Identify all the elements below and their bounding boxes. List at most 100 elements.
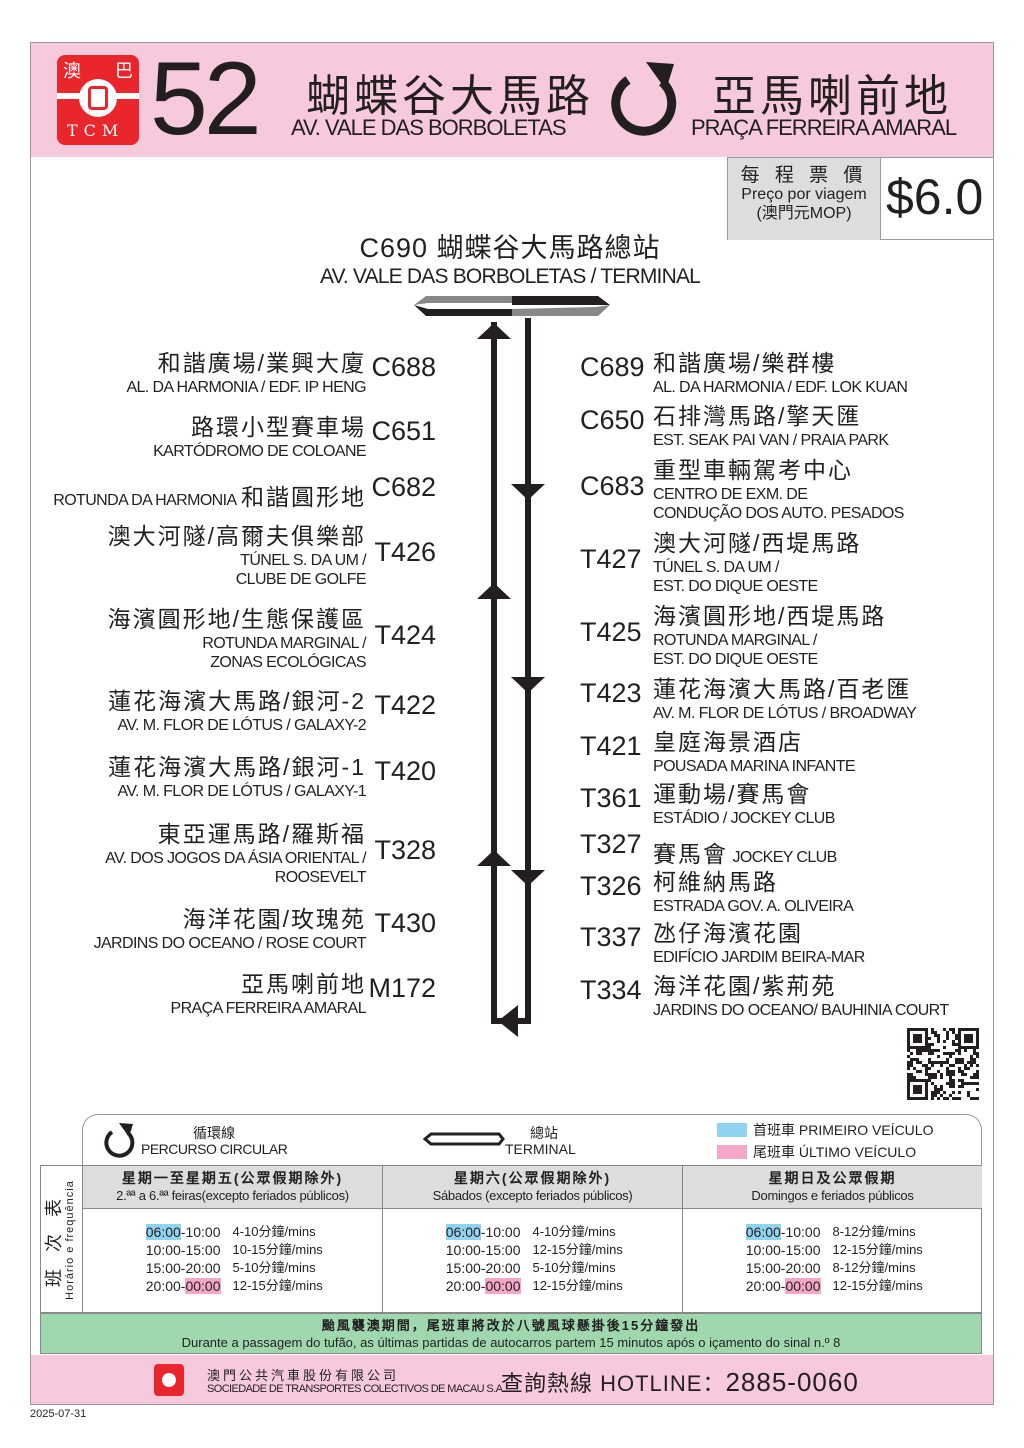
time-range: 10:00-15:00 <box>145 1242 221 1258</box>
first-bus-time: 06:00 <box>145 1224 181 1240</box>
frequency: 12-15分鐘/mins <box>232 1278 323 1293</box>
stop-name-pt: AL. DA HARMONIA / EDF. LOK KUAN <box>653 379 908 396</box>
stop-name-zh: 海洋花園/紫荊苑 <box>653 973 837 999</box>
origin-pt: AV. VALE DAS BORBOLETAS <box>291 115 567 140</box>
legend: 循環線 PERCURSO CIRCULAR 總站 TERMINAL 首班車 PR… <box>82 1114 982 1166</box>
stop-name-zh: 路環小型賽車場 <box>191 414 366 440</box>
stop-name-zh: 和諧廣場/樂群樓 <box>653 350 837 376</box>
legend-terminal-zh: 總站 <box>530 1125 558 1141</box>
terminal-label: C690 蝴蝶谷大馬路總站 AV. VALE DAS BORBOLETAS / … <box>250 226 770 289</box>
stop-name-zh: 和諧廣場/業興大廈 <box>157 350 366 376</box>
tcm-logo-small <box>154 1364 184 1396</box>
time-start: 20:00- <box>445 1278 486 1294</box>
notice-zh: 颱風襲澳期間，尾班車將改於八號風球懸掛後15分鐘發出 <box>321 1318 701 1333</box>
stop-name-zh: 賽馬會 <box>653 841 728 867</box>
column-title-pt: Domingos e feriados públicos <box>751 1188 914 1203</box>
stop-code: T361 <box>580 783 642 813</box>
notice-pt: Durante a passagem do tufão, as últimas … <box>181 1335 841 1350</box>
legend-first: 首班車 PRIMEIRO VEÍCULO <box>753 1122 934 1138</box>
fare-price: $6.0 <box>886 169 984 225</box>
origin-zh: 蝴蝶谷大馬路 <box>306 72 594 121</box>
bus-stop[interactable]: 賽馬會 JOCKEY CLUB <box>653 835 837 869</box>
frequency: 8-12分鐘/mins <box>832 1224 916 1239</box>
stop-code: C683 <box>580 471 645 501</box>
stop-name-zh: 澳大河隧/高爾夫俱樂部 <box>107 523 366 549</box>
stop-name-pt: JARDINS DO OCEANO / ROSE COURT <box>93 935 367 952</box>
bus-icon <box>79 79 117 117</box>
stop-name-pt: AV. DOS JOGOS DA ÁSIA ORIENTAL / <box>105 850 366 867</box>
stop-name-pt: PRAÇA FERREIRA AMARAL <box>170 1000 367 1017</box>
stop-name-zh: 和諧圓形地 <box>241 484 366 510</box>
stop-name-zh: 蓮花海濱大馬路/百老匯 <box>653 676 912 702</box>
hotline-number[interactable]: 2885-0060 <box>725 1367 859 1397</box>
schedule-side-label: 班 次 表 Horário e frequência <box>41 1166 82 1312</box>
tcm-logo: 澳 巴 TCM <box>57 55 139 145</box>
column-title-pt: 2.ªª a 6.ªª feiras(excepto feriados públ… <box>116 1188 349 1203</box>
typhoon-notice: 颱風襲澳期間，尾班車將改於八號風球懸掛後15分鐘發出 Durante a pas… <box>40 1313 982 1354</box>
route-diagram <box>414 296 610 1037</box>
stop-name-zh: 皇庭海景酒店 <box>653 729 803 755</box>
stop-code: T337 <box>580 922 642 952</box>
bus-stop[interactable]: 和諧廣場/樂群樓 AL. DA HARMONIA / EDF. LOK KUAN <box>653 344 908 397</box>
bus-stop[interactable]: ROTUNDA DA HARMONIA 和諧圓形地 <box>53 478 366 512</box>
schedule-title-zh: 班 次 表 <box>44 1193 64 1288</box>
stop-name-pt: EDIFÍCIO JARDIM BEIRA-MAR <box>653 949 865 966</box>
company-name-pt: SOCIEDADE DE TRANSPORTES COLECTIVOS DE M… <box>207 1383 505 1395</box>
up-arrow-icon <box>477 323 511 339</box>
qr-code[interactable] <box>907 1028 979 1100</box>
bus-stop[interactable]: 海洋花園/紫荊苑 JARDINS DO OCEANO/ BAUHINIA COUR… <box>653 967 949 1020</box>
legend-circular-pt: PERCURSO CIRCULAR <box>141 1141 288 1157</box>
stop-code: T427 <box>580 544 642 574</box>
header-banner <box>31 43 993 157</box>
stop-code: C682 <box>371 472 436 502</box>
stop-code: C651 <box>371 416 436 446</box>
stop-name-pt: JARDINS DO OCEANO/ BAUHINIA COURT <box>653 1002 949 1019</box>
time-range: 10:00-15:00 <box>445 1242 521 1258</box>
issue-date: 2025-07-31 <box>30 1408 87 1420</box>
schedule-title-pt: Horário e frequência <box>64 1180 76 1300</box>
up-arrow-icon <box>477 583 511 599</box>
stop-code: T328 <box>374 835 436 865</box>
stop-name-zh: 蓮花海濱大馬路/銀河-2 <box>108 688 366 714</box>
stop-name-pt: AV. M. FLOR DE LÓTUS / GALAXY-1 <box>117 783 367 800</box>
time-end: -10:00 <box>180 1224 221 1240</box>
frequency: 4-10分鐘/mins <box>532 1224 616 1239</box>
stop-code: T430 <box>374 908 436 938</box>
last-bus-time: 00:00 <box>485 1278 521 1294</box>
stop-name-pt: TÚNEL S. DA UM / <box>653 559 779 576</box>
stop-name-zh: 重型車輛駕考中心 <box>653 457 853 483</box>
stop-name-pt: EST. DO DIQUE OESTE <box>653 578 818 595</box>
stop-name-zh: 海濱圓形地/生態保護區 <box>107 606 366 632</box>
stop-name-pt: CLUBE DE GOLFE <box>235 571 367 588</box>
stop-code: C689 <box>580 352 645 382</box>
stop-code: M172 <box>368 973 436 1003</box>
hotline[interactable]: 查詢熱線 HOTLINE：2885-0060 <box>501 1366 859 1398</box>
stop-name-pt: ZONAS ECOLÓGICAS <box>210 654 366 671</box>
stop-code: C688 <box>371 352 436 382</box>
